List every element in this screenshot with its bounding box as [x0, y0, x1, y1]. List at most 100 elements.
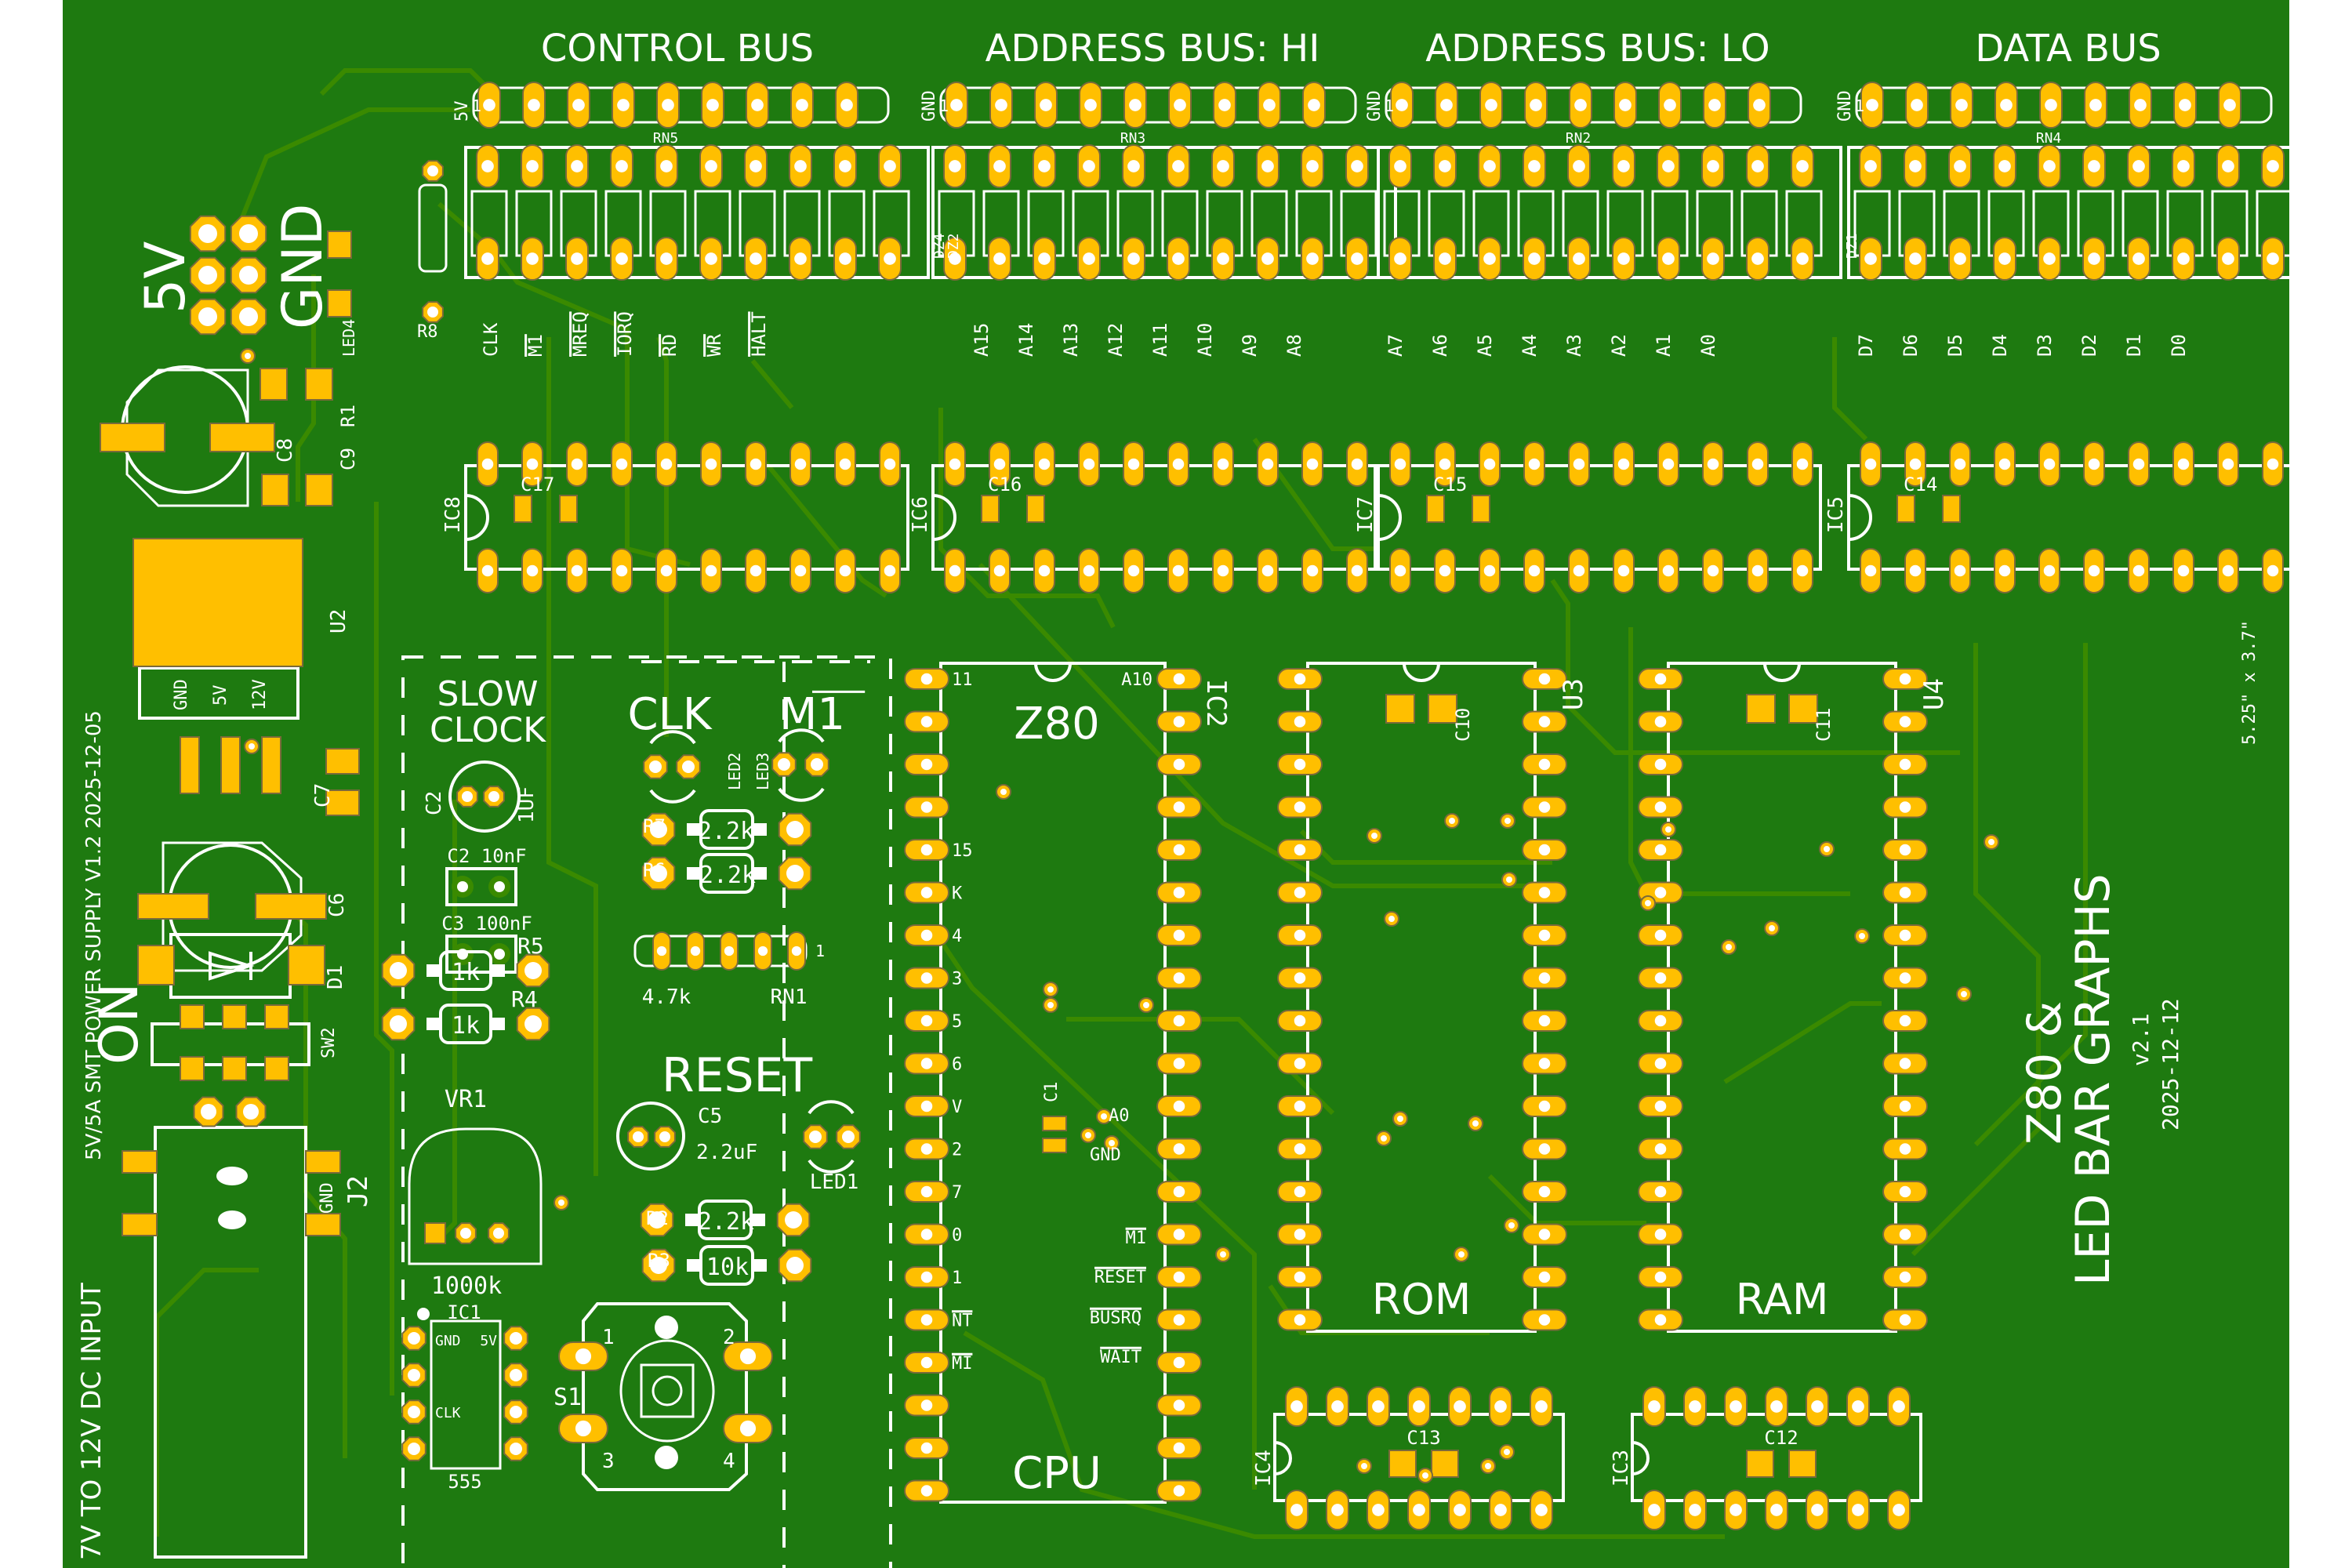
s1-outline[interactable] [582, 1302, 748, 1491]
cpu-left-pin-label: 5 [952, 1012, 962, 1032]
drill-hole [809, 1131, 822, 1143]
via-hole [1085, 1132, 1091, 1138]
ic-pin [2172, 441, 2194, 487]
drill-hole [920, 1229, 933, 1240]
drill-hole [1535, 1504, 1548, 1516]
bargraph-pin [1904, 144, 1927, 188]
j2-pad [305, 1150, 341, 1174]
s1-pin [558, 1414, 608, 1443]
resistor-lead [640, 1203, 674, 1237]
led1-outline [808, 1159, 855, 1174]
ic-pin [1747, 441, 1769, 487]
bargraph-pin [2261, 144, 2285, 188]
r8-ref: R8 [417, 322, 438, 342]
ic3-pin [1887, 1386, 1911, 1427]
decoupling-cap-pad [1896, 495, 1915, 523]
resistor-lead [381, 953, 416, 988]
rom-pin [1277, 710, 1323, 733]
drill-hole [920, 972, 933, 984]
bus-signal-label: A14 [1015, 323, 1037, 357]
c1-pad [1042, 1116, 1067, 1131]
ic1-pin-5v: 5V [480, 1333, 497, 1349]
via-hole [1101, 1113, 1107, 1120]
drill-hole [1654, 673, 1667, 685]
rn-pin [1258, 82, 1281, 129]
bargraph-pin [878, 144, 902, 188]
drill-hole [1893, 1504, 1905, 1516]
rom-ref: U3 [1558, 678, 1589, 710]
led3-pin [804, 752, 829, 777]
rom-pin [1522, 839, 1567, 861]
sw2-pad [264, 1004, 289, 1029]
inductor-pad [261, 736, 281, 794]
rn1-pin [753, 931, 772, 971]
drill-hole [1173, 1014, 1185, 1027]
s1-actuator[interactable] [640, 1363, 695, 1418]
cpu-pin-busrq: BUSRQ [1090, 1308, 1142, 1328]
via-hole [1504, 818, 1511, 824]
drill-hole [1538, 1185, 1551, 1198]
via-hole [1361, 1463, 1367, 1469]
drill-hole [739, 1420, 757, 1437]
ram-pin [1638, 668, 1683, 690]
rn-pin [2129, 82, 2152, 129]
rom-pin [1522, 1095, 1567, 1117]
drill-hole [650, 1257, 667, 1274]
bargraph-pin [1345, 237, 1369, 281]
rn-ref: RN2 [1566, 130, 1592, 147]
cpu-pin [904, 753, 949, 775]
drill-hole [1866, 99, 1878, 111]
drill-hole [457, 881, 468, 892]
drill-hole [660, 458, 673, 470]
cpu-pin [904, 1010, 949, 1032]
drill-hole [1294, 929, 1306, 942]
bargraph-pin [521, 237, 544, 281]
bus-title-0: CONTROL BUS [541, 27, 814, 71]
pin1-notch [465, 494, 489, 541]
rn-pin [2218, 82, 2241, 129]
decoupling-cap-pad [1942, 495, 1961, 523]
drill-hole [920, 716, 933, 728]
ic-pin [1301, 548, 1323, 593]
drill-hole [1998, 458, 2011, 470]
rn-pin [1994, 82, 2018, 129]
bargraph-pin [699, 144, 723, 188]
ic-pin [521, 548, 543, 593]
drill-hole [1538, 1100, 1551, 1112]
drill-hole [1394, 564, 1406, 577]
ram-pin [1882, 753, 1928, 775]
resistor-lead [381, 1007, 416, 1041]
drill-hole [1485, 99, 1497, 111]
cpu-ref: IC2 [1200, 679, 1232, 727]
ic4-pin [1530, 1386, 1553, 1427]
drill-hole [993, 160, 1006, 172]
drill-hole [1654, 716, 1667, 728]
dz-ref: DZ4 [931, 233, 948, 259]
drill-hole [1899, 758, 1911, 771]
bargraph-pin [1478, 237, 1501, 281]
drill-hole [1174, 99, 1186, 111]
ic-pin [1657, 548, 1679, 593]
sw2-pad [222, 1056, 247, 1081]
ram-pin [1638, 1181, 1683, 1203]
ic1-pin-gnd: GND [435, 1333, 461, 1349]
drill-hole [201, 1104, 216, 1120]
drill-hole [1172, 458, 1185, 470]
bargraph-pin [2127, 237, 2151, 281]
ram-pin [1882, 1095, 1928, 1117]
rn-outline [1385, 86, 1802, 124]
ic-pin [1212, 548, 1234, 593]
drill-hole [1911, 99, 1923, 111]
drill-hole [650, 865, 667, 882]
bargraph-pin [2038, 144, 2061, 188]
drill-hole [1538, 801, 1551, 813]
rn-pin [790, 82, 814, 129]
rn-outline [1855, 86, 2273, 124]
ic-pin [1904, 441, 1926, 487]
ram-pin [1638, 1010, 1683, 1032]
bus-signal-label: D4 [1989, 334, 2011, 357]
drill-hole [1173, 887, 1185, 898]
drill-hole [750, 458, 762, 470]
s1-actuator-ring[interactable] [619, 1339, 715, 1443]
dz-ref: DZ1 [1844, 233, 1860, 259]
